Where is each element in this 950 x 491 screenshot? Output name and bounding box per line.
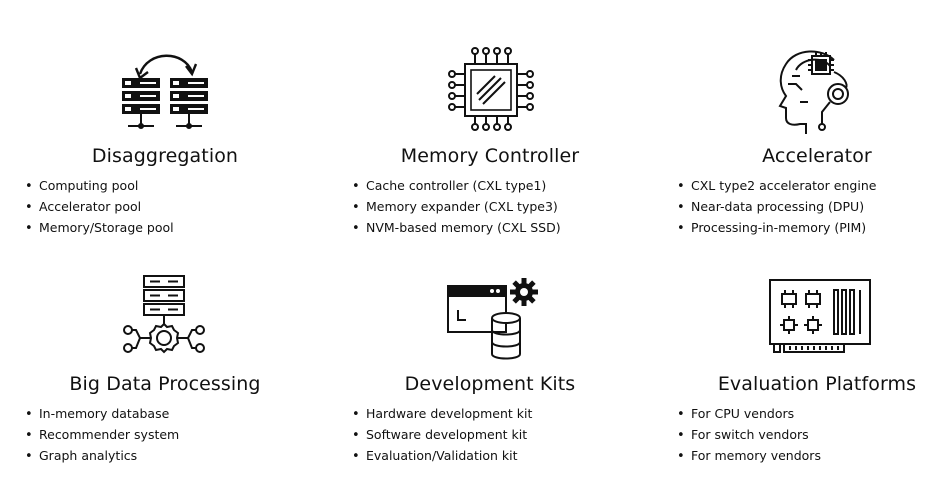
list-item: Computing pool [25,175,174,196]
item-list: For CPU vendors For switch vendors For m… [677,403,821,466]
section-title: Development Kits [404,373,576,395]
section-title: Disaggregation [91,145,239,167]
list-item: Evaluation/Validation kit [352,445,532,466]
list-item: Accelerator pool [25,196,174,217]
section-title: Accelerator [762,145,872,167]
list-item: CXL type2 accelerator engine [677,175,876,196]
list-item: Software development kit [352,424,532,445]
list-item: Processing-in-memory (PIM) [677,217,876,238]
list-item: Memory expander (CXL type3) [352,196,561,217]
list-item: For CPU vendors [677,403,821,424]
item-list: Hardware development kit Software develo… [352,403,532,466]
list-item: Graph analytics [25,445,179,466]
circuit-board-icon [766,276,874,362]
dev-database-gear-icon [446,276,542,362]
list-item: Cache controller (CXL type1) [352,175,561,196]
section-title: Evaluation Platforms [717,373,917,395]
list-item: For memory vendors [677,445,821,466]
section-title: Big Data Processing [69,373,261,395]
section-title: Memory Controller [400,145,580,167]
server-migration-icon [118,44,214,134]
list-item: Memory/Storage pool [25,217,174,238]
list-item: Near-data processing (DPU) [677,196,876,217]
server-network-gear-icon [120,272,210,362]
item-list: Computing pool Accelerator pool Memory/S… [25,175,174,238]
list-item: Recommender system [25,424,179,445]
list-item: NVM-based memory (CXL SSD) [352,217,561,238]
item-list: In-memory database Recommender system Gr… [25,403,179,466]
list-item: For switch vendors [677,424,821,445]
item-list: Cache controller (CXL type1) Memory expa… [352,175,561,238]
ai-head-icon [772,44,858,136]
list-item: In-memory database [25,403,179,424]
list-item: Hardware development kit [352,403,532,424]
item-list: CXL type2 accelerator engine Near-data p… [677,175,876,238]
memory-chip-icon [445,44,537,134]
